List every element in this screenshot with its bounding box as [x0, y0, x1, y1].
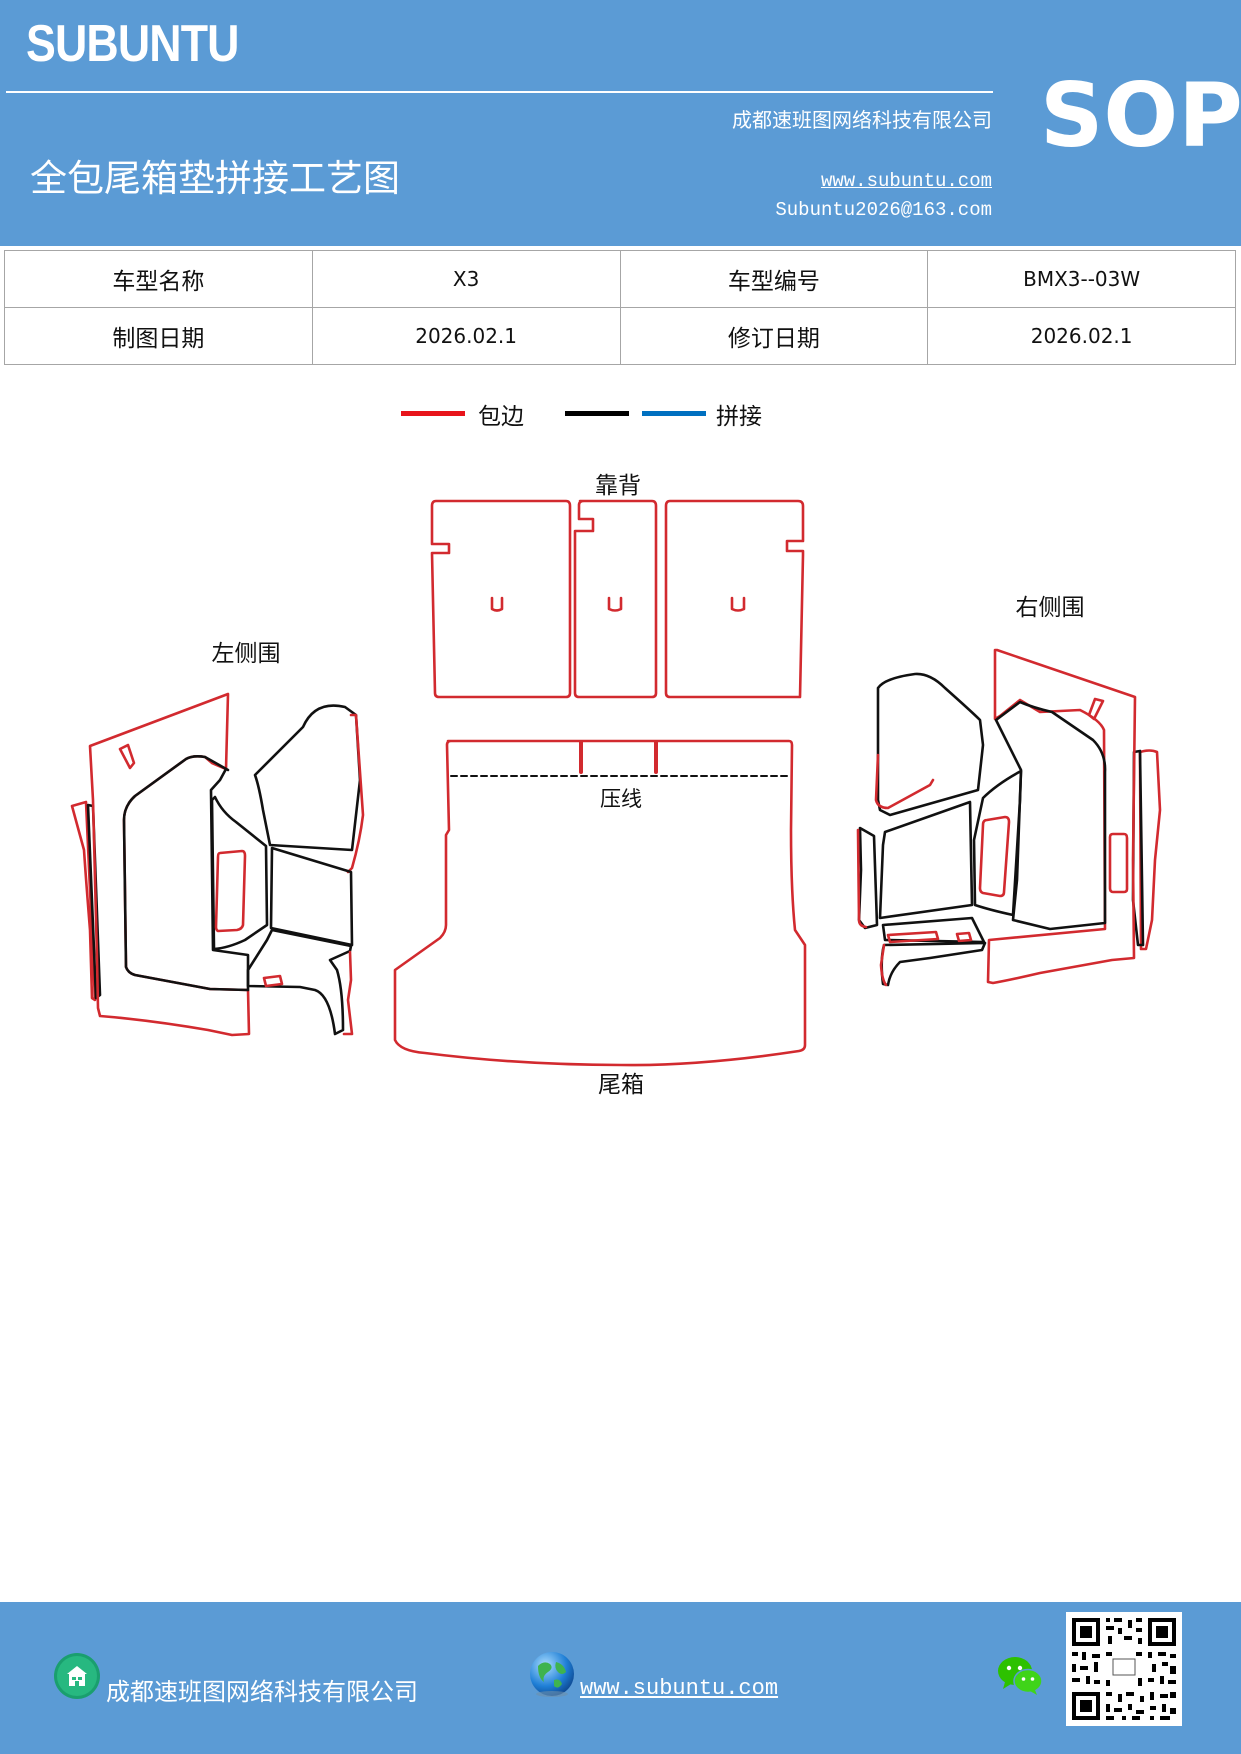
left-small-slot: [118, 743, 136, 770]
left-strip-inner: [86, 803, 102, 1000]
revise-date-value: 2026.02.1: [927, 307, 1236, 365]
header-banner: SUBUNTU 成都速班图网络科技有限公司 全包尾箱垫拼接工艺图 www.sub…: [0, 0, 1241, 246]
legend-label-seam: 拼接: [716, 404, 762, 430]
legend-label-edge: 包边: [478, 404, 524, 430]
sop-badge: SOP: [1040, 64, 1241, 167]
backrest-left-u-icon: [490, 596, 504, 612]
label-backrest: 靠背: [595, 473, 641, 499]
right-bottom-edge: [879, 943, 888, 987]
backrest-panels: [430, 499, 805, 699]
header-email: Subuntu2026@163.com: [775, 199, 992, 221]
table-row: 车型名称 X3 车型编号 BMX3--03W: [4, 250, 1236, 308]
header-divider: [6, 91, 993, 93]
header-website-link[interactable]: www.subuntu.com: [820, 170, 992, 192]
left-top-block-edge: [346, 713, 365, 874]
right-top-block-edge: [874, 753, 935, 810]
right-side-panels: [856, 648, 1162, 987]
label-crease: 压线: [600, 787, 642, 811]
left-bottom-slot: [262, 974, 284, 988]
model-code-label: 车型编号: [619, 250, 929, 308]
label-trunk: 尾箱: [598, 1072, 644, 1098]
right-outer-panel: [986, 648, 1137, 985]
brand-logo: SUBUNTU: [26, 15, 239, 73]
backrest-right-u-icon: [730, 596, 746, 612]
left-outer-panel: [88, 692, 251, 1037]
globe-icon: [528, 1650, 576, 1702]
left-recess-panel: [210, 795, 269, 951]
qr-code[interactable]: [1066, 1612, 1182, 1730]
right-mid-block: [878, 800, 974, 920]
right-lower-small-slot: [955, 931, 973, 943]
draw-date-label: 制图日期: [4, 307, 313, 365]
legend-swatch-black: [565, 411, 629, 416]
right-strip-outer: [1138, 749, 1162, 951]
right-small-block-edge: [856, 828, 868, 929]
trunk-floor-panels: [393, 739, 807, 1067]
building-icon: [53, 1652, 101, 1704]
left-top-block: [253, 704, 362, 852]
header-company: 成都速班图网络科技有限公司: [732, 108, 992, 132]
legend: 包边 拼接: [0, 395, 1241, 435]
label-right-side: 右侧围: [1016, 595, 1085, 621]
right-lower-strip-slot: [886, 930, 940, 944]
left-side-panels: [70, 692, 365, 1037]
trunk-mat-diagram: 靠背 左侧围 右侧围 压线 尾箱: [70, 473, 1162, 1098]
right-top-block: [876, 672, 985, 817]
page-title: 全包尾箱垫拼接工艺图: [30, 157, 400, 200]
left-bottom-block: [246, 928, 353, 1036]
left-bottom-edge: [342, 950, 354, 1036]
right-small-block: [857, 826, 879, 930]
backrest-middle-u-icon: [607, 596, 623, 612]
info-table: 车型名称 X3 车型编号 BMX3--03W 制图日期 2026.02.1 修订…: [4, 250, 1236, 365]
backrest-left-panel: [430, 499, 572, 699]
footer-company: 成都速班图网络科技有限公司: [106, 1678, 418, 1706]
right-recess-slot: [978, 815, 1011, 898]
footer-website-link[interactable]: www.subuntu.com: [580, 1676, 779, 1701]
model-code-value: BMX3--03W: [927, 250, 1236, 308]
left-lower-block: [269, 846, 354, 947]
left-inner-panel: [122, 755, 250, 992]
right-small-slot: [1087, 697, 1105, 721]
footer-banner: 成都速班图网络科技有限公司 www.subuntu.com: [0, 1602, 1241, 1754]
left-recess-slot: [214, 849, 247, 933]
table-row: 制图日期 2026.02.1 修订日期 2026.02.1: [4, 307, 1236, 365]
model-name-value: X3: [311, 250, 621, 308]
right-recess-panel: [972, 769, 1023, 917]
trunk-floor-main: [393, 739, 807, 1067]
right-inner-panel: [994, 700, 1107, 931]
wechat-icon: [997, 1654, 1043, 1700]
legend-swatch-seam: [642, 411, 706, 416]
backrest-right-panel: [664, 499, 805, 699]
legend-swatch-edge: [401, 411, 465, 416]
draw-date-value: 2026.02.1: [311, 307, 621, 365]
left-strip-outer: [70, 800, 97, 1002]
revise-date-label: 修订日期: [619, 307, 929, 365]
label-left-side: 左侧围: [212, 641, 281, 667]
backrest-middle-panel: [573, 499, 658, 699]
right-slot-vertical: [1108, 832, 1129, 894]
right-bottom-block: [880, 941, 987, 987]
model-name-label: 车型名称: [4, 250, 313, 308]
